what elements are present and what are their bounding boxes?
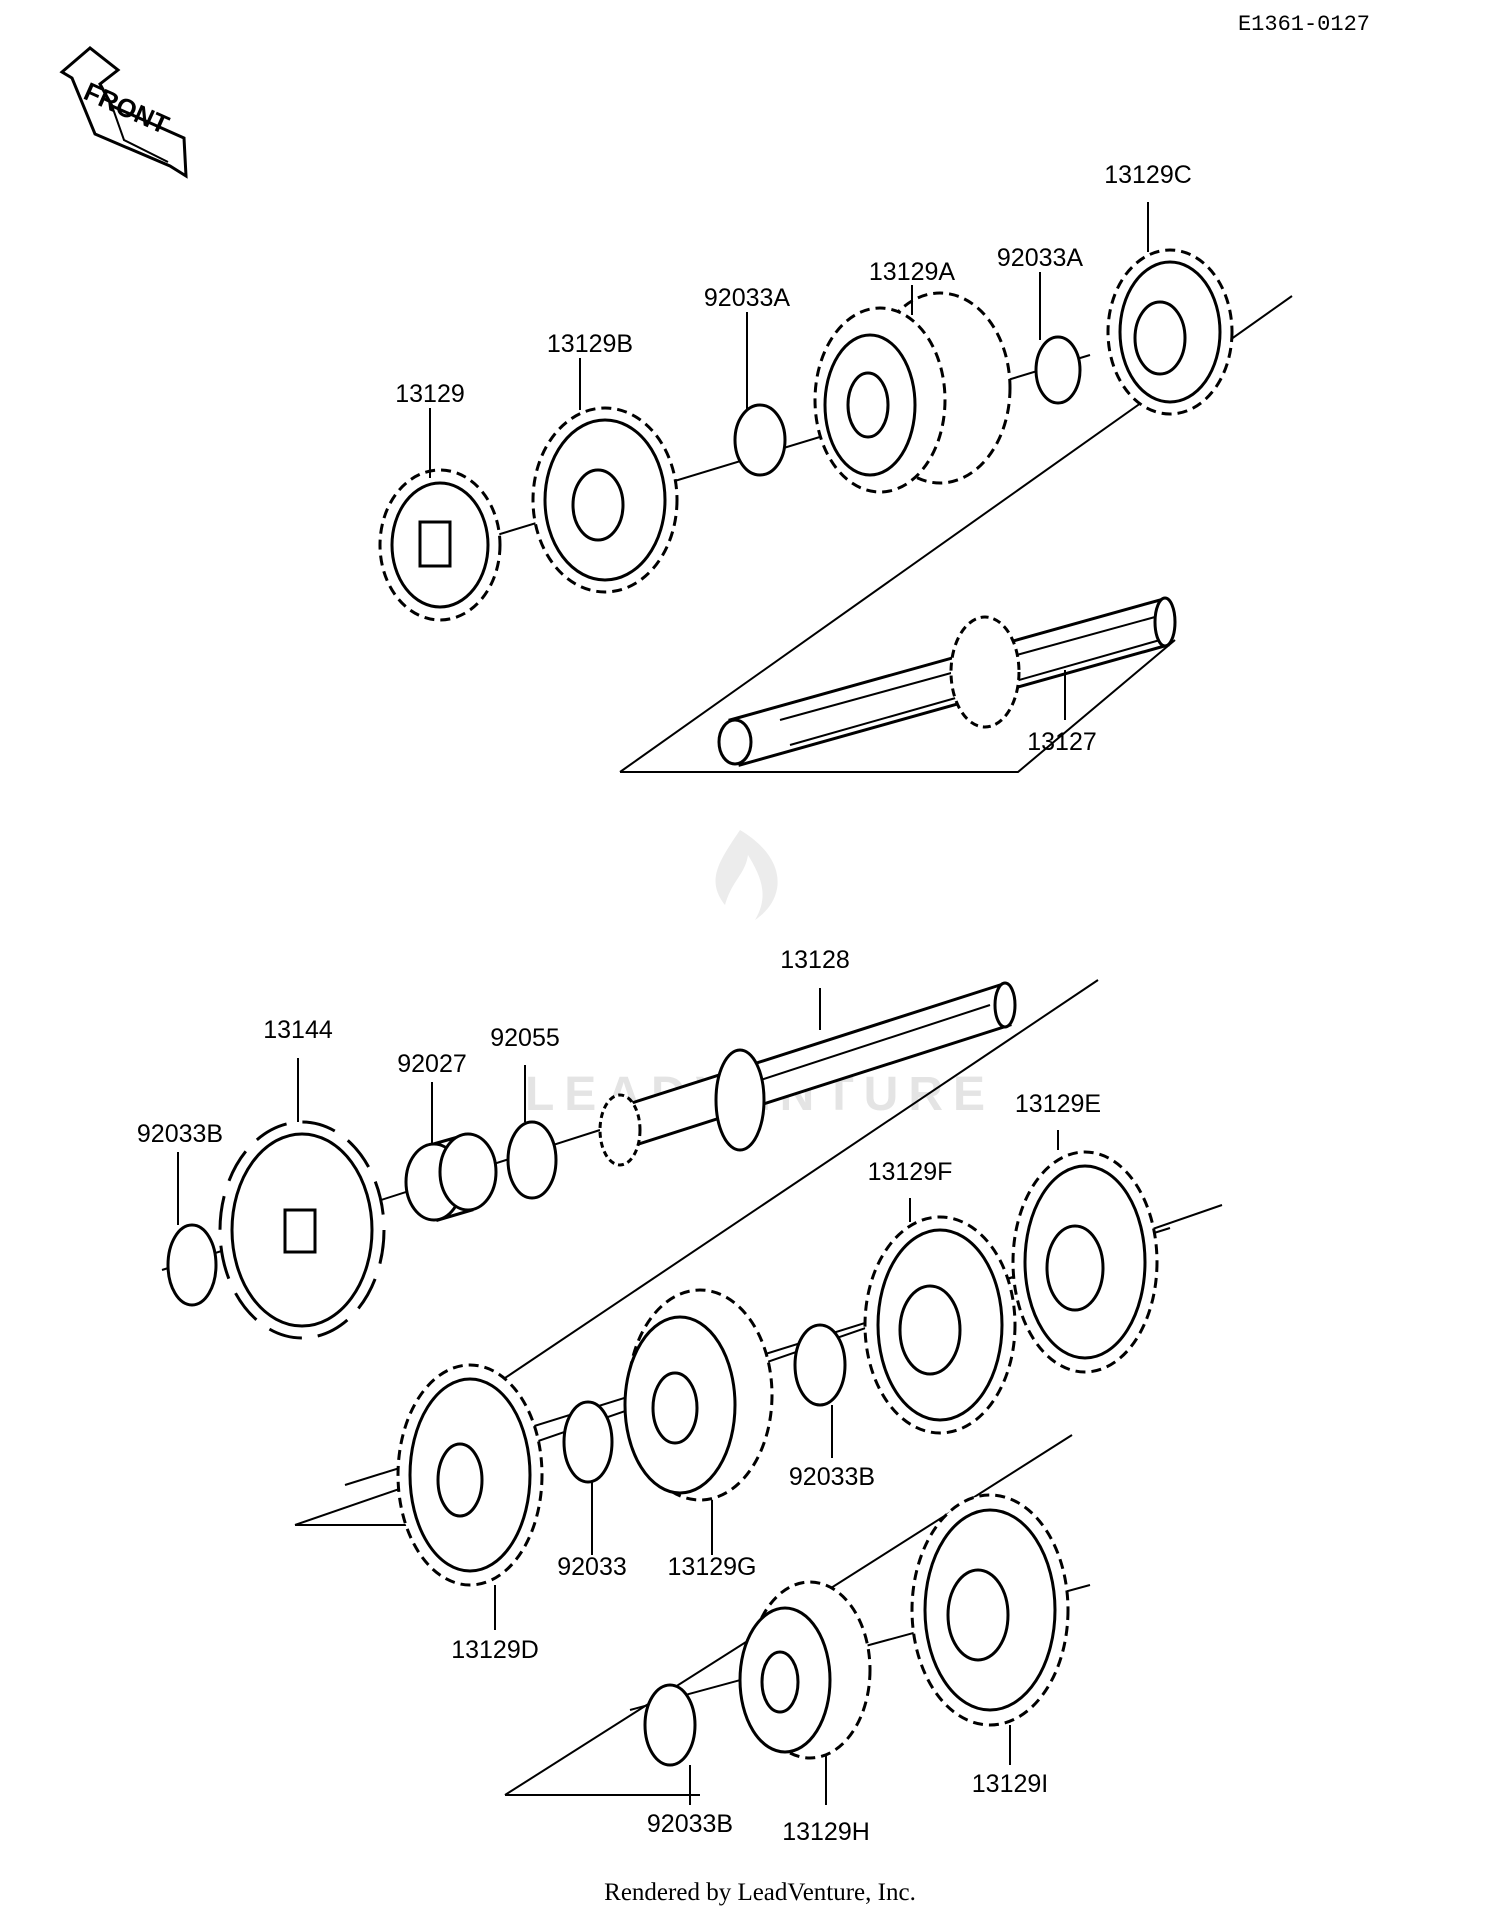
label-13129: 13129: [395, 380, 465, 408]
label-13129D: 13129D: [451, 1636, 539, 1664]
label-13129H: 13129H: [782, 1818, 870, 1846]
circlip-92033B-2: [793, 1323, 847, 1407]
leader-lines: [177, 202, 1149, 1805]
label-92055: 92055: [490, 1024, 560, 1052]
gear-13129: [378, 468, 502, 622]
shaft-13127: [717, 596, 1177, 767]
label-92027: 92027: [397, 1050, 467, 1078]
label-92033B-3: 92033B: [647, 1810, 733, 1838]
label-92033A-2: 92033A: [997, 244, 1084, 272]
circlip-92033B-3: [643, 1683, 697, 1767]
gear-13129G: [623, 1288, 774, 1502]
label-13129E: 13129E: [1015, 1090, 1101, 1118]
label-13129A: 13129A: [869, 258, 956, 286]
label-13129F: 13129F: [868, 1158, 953, 1186]
label-13129G: 13129G: [668, 1553, 757, 1581]
label-92033B-1: 92033B: [137, 1120, 223, 1148]
label-13129C: 13129C: [1104, 161, 1192, 189]
label-13129B: 13129B: [547, 330, 633, 358]
lower-output-guide-line: [504, 979, 1099, 1379]
washer-92055: [506, 1120, 558, 1200]
gear-13129C: [1106, 248, 1234, 416]
gear-13129E: [1011, 1150, 1159, 1374]
gear-13129A: [813, 291, 1012, 494]
label-13144: 13144: [263, 1016, 333, 1044]
circlip-92033B-1: [166, 1223, 218, 1307]
sprocket-13144: [218, 1120, 386, 1340]
label-92033A-1: 92033A: [704, 284, 791, 312]
label-92033: 92033: [557, 1553, 627, 1581]
label-92033B-2: 92033B: [789, 1463, 875, 1491]
drawing-code: E1361-0127: [1238, 12, 1370, 37]
label-13129I: 13129I: [972, 1770, 1048, 1798]
gear-13129D: [396, 1363, 544, 1587]
gear-13129B: [531, 406, 679, 594]
front-arrow-icon: FRONT: [59, 46, 188, 179]
label-13127: 13127: [1027, 728, 1097, 756]
circlip-92033: [562, 1400, 614, 1484]
collar-92027: [404, 1132, 498, 1222]
gear-13129H: [738, 1580, 872, 1760]
circlip-92033A-2: [1034, 335, 1082, 405]
circlip-92033A-1: [733, 403, 787, 477]
shaft-13128: [598, 981, 1017, 1167]
label-13128: 13128: [780, 946, 850, 974]
footer-credit: Rendered by LeadVenture, Inc.: [604, 1879, 916, 1906]
gear-13129F: [863, 1215, 1017, 1435]
gear-13129I: [910, 1493, 1070, 1727]
upper-assembly-base-line: [620, 639, 1176, 773]
